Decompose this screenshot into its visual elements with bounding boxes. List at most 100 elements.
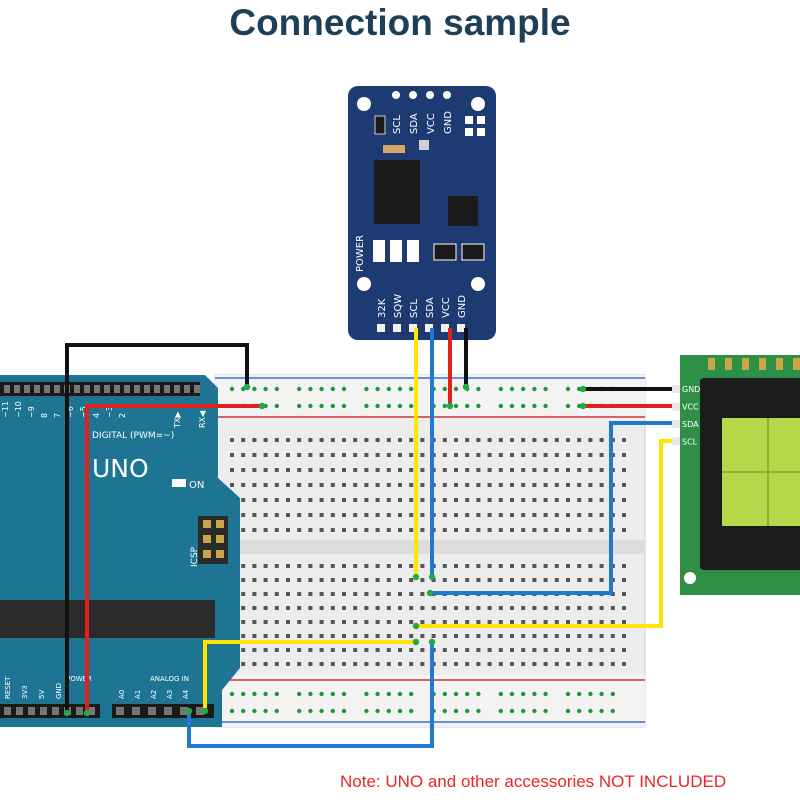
breadboard-hole: [532, 662, 537, 666]
breadboard-hole: [297, 564, 302, 568]
rtc-resistor-array: [433, 243, 457, 261]
rail-hole: [498, 386, 503, 392]
breadboard-hole: [577, 513, 582, 517]
breadboard-hole: [599, 483, 604, 487]
breadboard-hole: [398, 592, 402, 596]
header-pin: [116, 707, 124, 715]
breadboard-hole: [420, 592, 425, 596]
breadboard-hole: [319, 468, 324, 472]
breadboard-hole: [476, 648, 481, 652]
rtc-top-pin: [392, 91, 400, 99]
breadboard-hole: [398, 662, 402, 666]
breadboard-hole: [543, 564, 548, 568]
analog-label: ANALOG IN: [150, 675, 189, 683]
lcd-pin: [672, 385, 680, 393]
header-pin: [180, 707, 188, 715]
breadboard-hole: [554, 483, 559, 487]
rail-hole: [330, 691, 335, 697]
breadboard-hole: [375, 564, 380, 568]
breadboard-hole: [521, 620, 526, 624]
breadboard-hole: [375, 648, 380, 652]
breadboard-hole: [330, 564, 335, 568]
breadboard-hole: [465, 634, 470, 638]
rtc-top-pins: [392, 91, 451, 99]
breadboard-hole: [330, 620, 335, 624]
breadboard-hole: [375, 606, 380, 610]
breadboard-hole: [398, 634, 402, 638]
breadboard-hole: [274, 483, 279, 487]
breadboard-hole: [375, 498, 380, 502]
breadboard-hole: [286, 438, 290, 442]
wire-end: [185, 707, 193, 715]
breadboard-hole: [241, 468, 246, 472]
breadboard-hole: [498, 483, 503, 487]
breadboard-hole: [521, 483, 526, 487]
breadboard-hole: [599, 528, 604, 532]
breadboard-hole: [297, 453, 302, 457]
breadboard-hole: [319, 578, 324, 582]
breadboard-hole: [577, 468, 582, 472]
breadboard-hole: [353, 528, 358, 532]
breadboard-hole: [353, 453, 358, 457]
breadboard-hole: [308, 483, 313, 487]
lcd-header-pin: [725, 358, 732, 370]
breadboard-hole: [342, 528, 346, 532]
icsp-pin: [203, 550, 211, 558]
breadboard-hole: [577, 634, 582, 638]
breadboard-hole: [263, 513, 268, 517]
breadboard-hole: [521, 606, 526, 610]
header-pin: [164, 385, 170, 393]
wire-end: [579, 402, 587, 410]
breadboard-hole: [554, 606, 559, 610]
breadboard-hole: [521, 648, 526, 652]
breadboard-hole: [442, 498, 447, 502]
breadboard-hole: [353, 483, 358, 487]
wire-end: [579, 385, 587, 393]
breadboard-hole: [521, 468, 526, 472]
breadboard-hole: [543, 648, 548, 652]
breadboard-hole: [521, 453, 526, 457]
breadboard-hole: [297, 578, 302, 582]
wire-end: [412, 573, 420, 581]
rtc-smd-block: [374, 115, 386, 135]
breadboard-hole: [566, 513, 570, 517]
rail-hole: [364, 691, 369, 697]
breadboard-hole: [319, 662, 324, 666]
breadboard-hole: [588, 528, 593, 532]
rtc-mount-hole: [471, 97, 485, 111]
rail-hole: [397, 403, 403, 409]
rail-hole: [543, 708, 548, 714]
breadboard-hole: [263, 498, 268, 502]
rtc-pad: [477, 116, 485, 124]
rail-hole: [341, 386, 347, 392]
breadboard-hole: [510, 498, 514, 502]
breadboard-hole: [622, 498, 626, 502]
breadboard-hole: [498, 648, 503, 652]
lcd-pin-label: GND: [682, 385, 700, 394]
breadboard-hole: [476, 483, 481, 487]
breadboard-hole: [420, 513, 425, 517]
breadboard-hole: [252, 513, 257, 517]
breadboard-hole: [454, 620, 458, 624]
breadboard-hole: [510, 634, 514, 638]
breadboard-hole: [342, 564, 346, 568]
rtc-top-pin-label: VCC: [426, 113, 437, 134]
power-pin-label: GND: [55, 683, 63, 699]
breadboard-hole: [308, 620, 313, 624]
rail-hole: [453, 403, 459, 409]
breadboard-hole: [510, 483, 514, 487]
rtc-smd-component: [390, 240, 402, 262]
rail-hole: [386, 386, 391, 392]
breadboard-hole: [230, 453, 234, 457]
breadboard-hole: [442, 634, 447, 638]
breadboard-hole: [599, 453, 604, 457]
breadboard-hole: [353, 468, 358, 472]
breadboard-hole: [342, 453, 346, 457]
breadboard-hole: [286, 606, 290, 610]
breadboard-hole: [342, 498, 346, 502]
breadboard-hole: [386, 592, 391, 596]
breadboard-hole: [364, 498, 369, 502]
breadboard-hole: [521, 513, 526, 517]
wire-end: [412, 638, 420, 646]
